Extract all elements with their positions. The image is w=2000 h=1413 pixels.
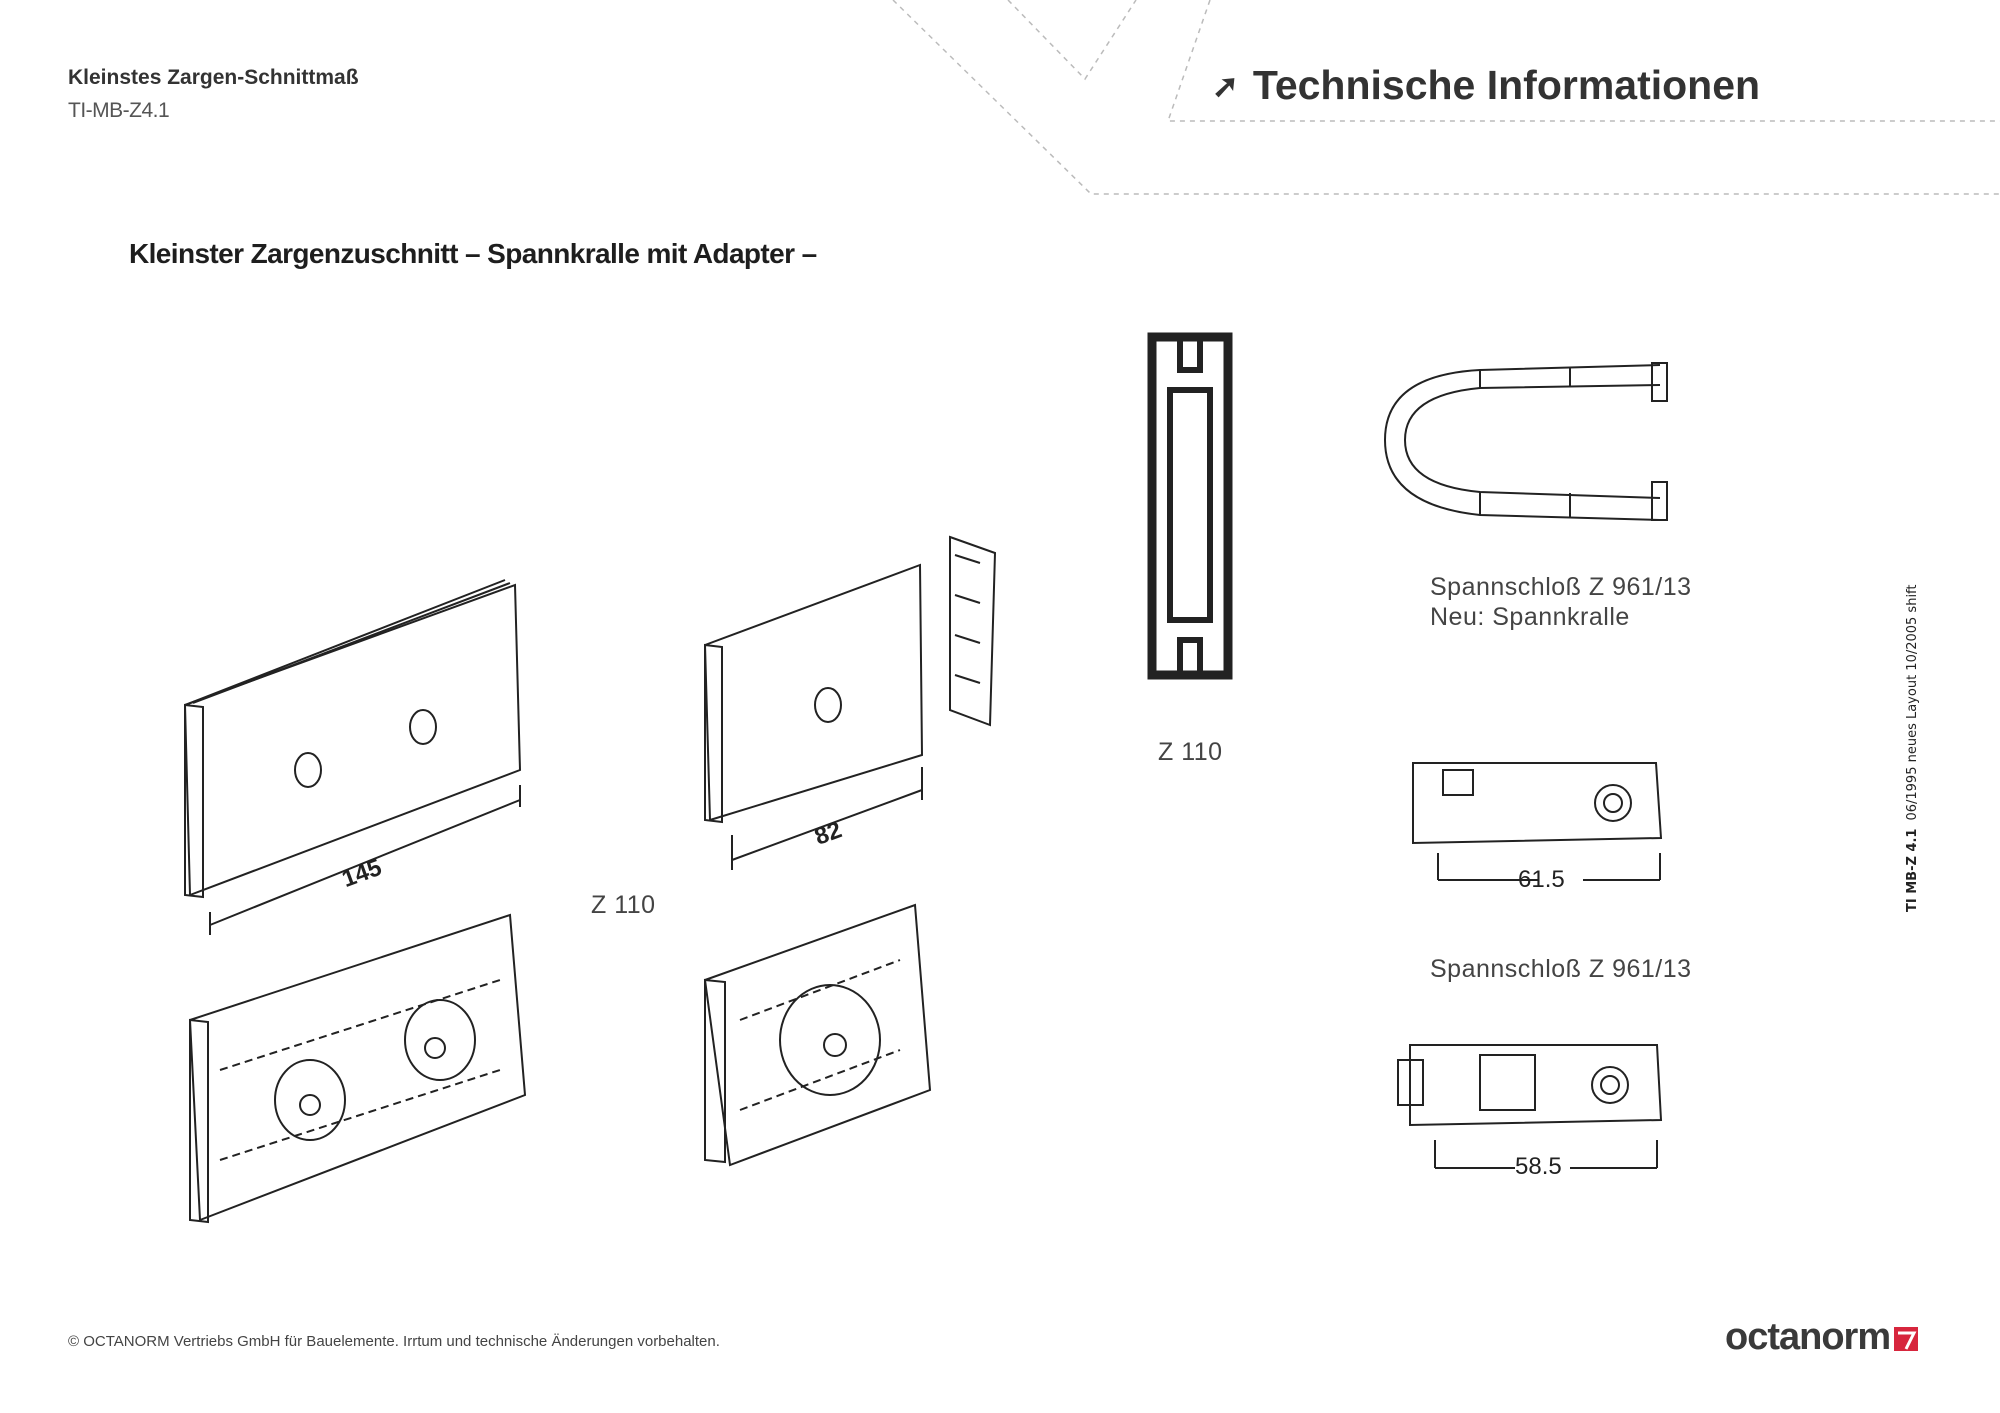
spannschloss-drawing-61-5 xyxy=(1412,762,1663,881)
dimension-61-5: 61.5 xyxy=(1518,866,1565,893)
octanorm-logo: octanorm xyxy=(1725,1316,1924,1359)
clamp-label-bottom: Spannschloß Z 961/13 xyxy=(1430,955,1692,983)
frame-with-clamp-drawing-middle xyxy=(703,903,932,1167)
section-label: Technische Informationen xyxy=(1252,62,1761,108)
spannkralle-drawing xyxy=(1383,362,1668,521)
section-header: ➚ Technische Informationen xyxy=(1212,62,1760,109)
header-decoration xyxy=(892,0,2000,195)
frame-section-145-drawing xyxy=(183,579,522,935)
spannschloss-drawing-58-5 xyxy=(1397,1044,1663,1169)
profile-z110-drawing xyxy=(1147,332,1233,680)
clamp-label-top: Spannschloß Z 961/13 xyxy=(1430,573,1692,601)
footer-copyright: © OCTANORM Vertriebs GmbH für Bauelement… xyxy=(68,1333,720,1350)
logo-text: octanorm xyxy=(1725,1316,1891,1358)
side-note-code: TI MB-Z 4.1 xyxy=(1905,828,1920,912)
side-note: TI MB-Z 4.1 06/1995 neues Layout 10/2005 … xyxy=(1905,584,1920,912)
document-title: Kleinstes Zargen-Schnittmaß xyxy=(68,66,359,89)
profile-label-z110: Z 110 xyxy=(1158,738,1223,766)
profile-label-z110-middle: Z 110 xyxy=(591,891,656,919)
page-title: Kleinster Zargenzuschnitt – Spannkralle … xyxy=(129,238,817,269)
frame-with-clamp-drawing-left xyxy=(188,913,527,1224)
arrow-up-right-icon: ➚ xyxy=(1212,67,1239,104)
document-code: TI-MB-Z4.1 xyxy=(68,99,170,122)
clamp-label-new: Neu: Spannkralle xyxy=(1430,603,1630,631)
frame-section-82-drawing xyxy=(703,535,997,870)
octanorm-logo-mark-icon xyxy=(1894,1326,1919,1351)
dimension-58-5: 58.5 xyxy=(1515,1153,1562,1180)
side-note-text: 06/1995 neues Layout 10/2005 shift xyxy=(1905,584,1920,821)
